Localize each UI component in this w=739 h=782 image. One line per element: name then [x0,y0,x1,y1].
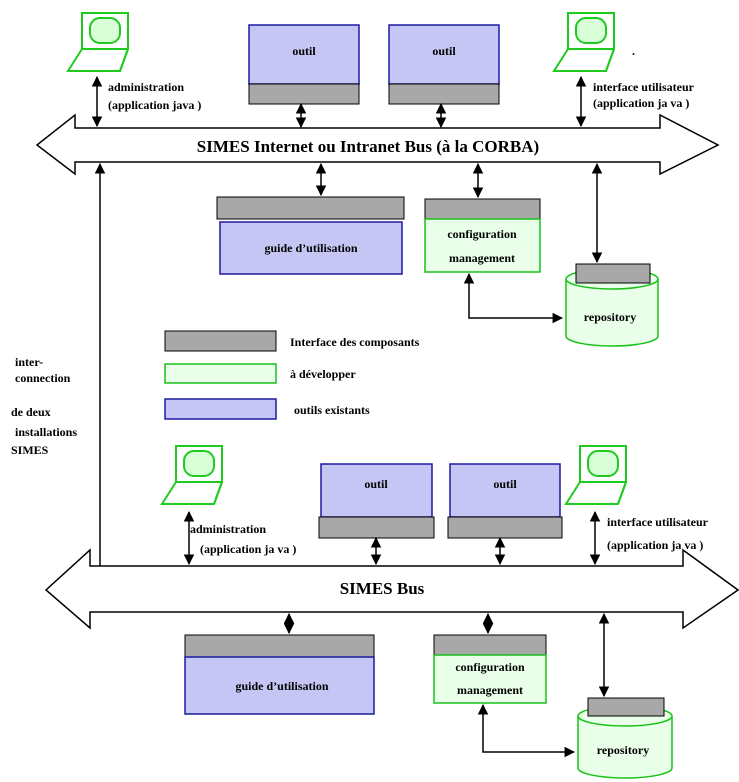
bottom-admin-label-2: (application ja va ) [200,542,296,556]
top-admin-computer-icon [67,12,129,72]
top-repository-label: repository [584,310,636,324]
bottom-admin-computer-icon [161,445,223,505]
bottom-outil-1-box [320,463,433,518]
legend-interface-label: Interface des composants [290,335,420,349]
top-repository-interface [575,263,651,284]
bottom-user-label-1: interface utilisateur [607,515,709,529]
top-bus-arrow [35,113,720,176]
top-config-interface [424,198,541,220]
bottom-config-interface [433,634,547,656]
top-user-computer-icon [553,12,615,72]
bottom-user-computer-icon [565,445,627,505]
bottom-repository-cylinder [577,716,673,779]
top-outil-2-interface [388,83,500,105]
bottom-config-label-2: management [457,683,523,697]
top-bus-label: SIMES Internet ou Intranet Bus (à la COR… [197,137,539,156]
bottom-bus-label: SIMES Bus [340,579,425,598]
bottom-repository-label: repository [597,743,649,757]
bottom-guide-label: guide d’utilisation [235,679,328,693]
top-config-label-2: management [449,251,515,265]
interconnection-label-3: de deux [11,405,51,419]
top-outil-1-label: outil [292,44,316,58]
bottom-outil-2-label: outil [493,477,517,491]
top-outil-2-box [388,24,500,85]
bottom-guide-interface [184,634,375,658]
top-admin-label-1: administration [108,80,184,94]
top-outil-1-interface [248,83,360,105]
top-outil-2-label: outil [432,44,456,58]
bottom-repository-interface [587,697,665,717]
legend-interface-swatch [164,330,277,352]
bottom-outil-2-interface [447,516,563,539]
legend-existing-swatch [164,398,277,420]
bottom-guide-box [184,656,375,715]
bottom-admin-label-1: administration [190,522,266,536]
bottom-outil-2-box [449,463,561,518]
interconnection-label-5: SIMES [11,443,49,457]
top-user-label-1: interface utilisateur [593,80,695,94]
bottom-user-label-2: (application ja va ) [607,538,703,552]
top-user-label-2: (application ja va ) [593,96,689,110]
interconnection-label-4: installations [15,425,77,439]
top-dot: . [632,44,635,58]
bottom-config-repository-link [477,703,576,758]
interconnection-label-1: inter- [15,355,43,369]
top-repository-cylinder [565,279,659,347]
bottom-config-label-1: configuration [455,660,525,674]
top-config-label-1: configuration [447,227,517,241]
top-config-repository-link [463,272,564,324]
interconnection-label-2: connection [15,371,71,385]
top-outil-1-box [248,24,360,85]
top-guide-interface [216,196,405,220]
legend-develop-label: à développer [290,367,356,381]
bottom-outil-1-label: outil [364,477,388,491]
legend-existing-label: outils existants [294,403,370,417]
bottom-config-box [433,654,547,704]
top-config-box [424,218,541,273]
top-guide-box [219,221,403,275]
bottom-bus-arrow [44,548,739,630]
legend-develop-swatch [164,363,277,384]
bottom-outil-1-interface [318,516,435,539]
top-guide-label: guide d’utilisation [264,241,357,255]
top-admin-label-2: (application java ) [108,98,201,112]
